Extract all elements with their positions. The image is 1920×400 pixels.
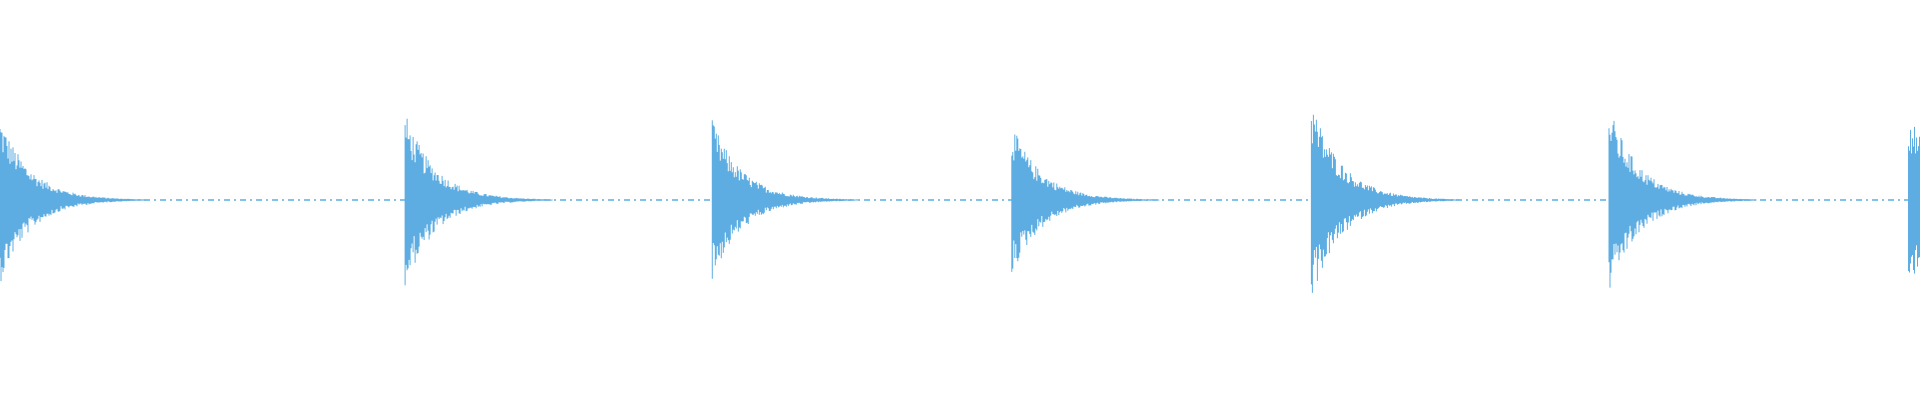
waveform-peak [1310, 114, 1459, 293]
waveform-peak [0, 129, 148, 282]
waveform-peak [1908, 126, 1920, 274]
waveform-peak [1011, 134, 1160, 272]
waveform-peak [711, 120, 860, 279]
waveform-peaks [0, 114, 1920, 293]
waveform-peak [1608, 120, 1757, 288]
waveform-peak [404, 118, 553, 286]
